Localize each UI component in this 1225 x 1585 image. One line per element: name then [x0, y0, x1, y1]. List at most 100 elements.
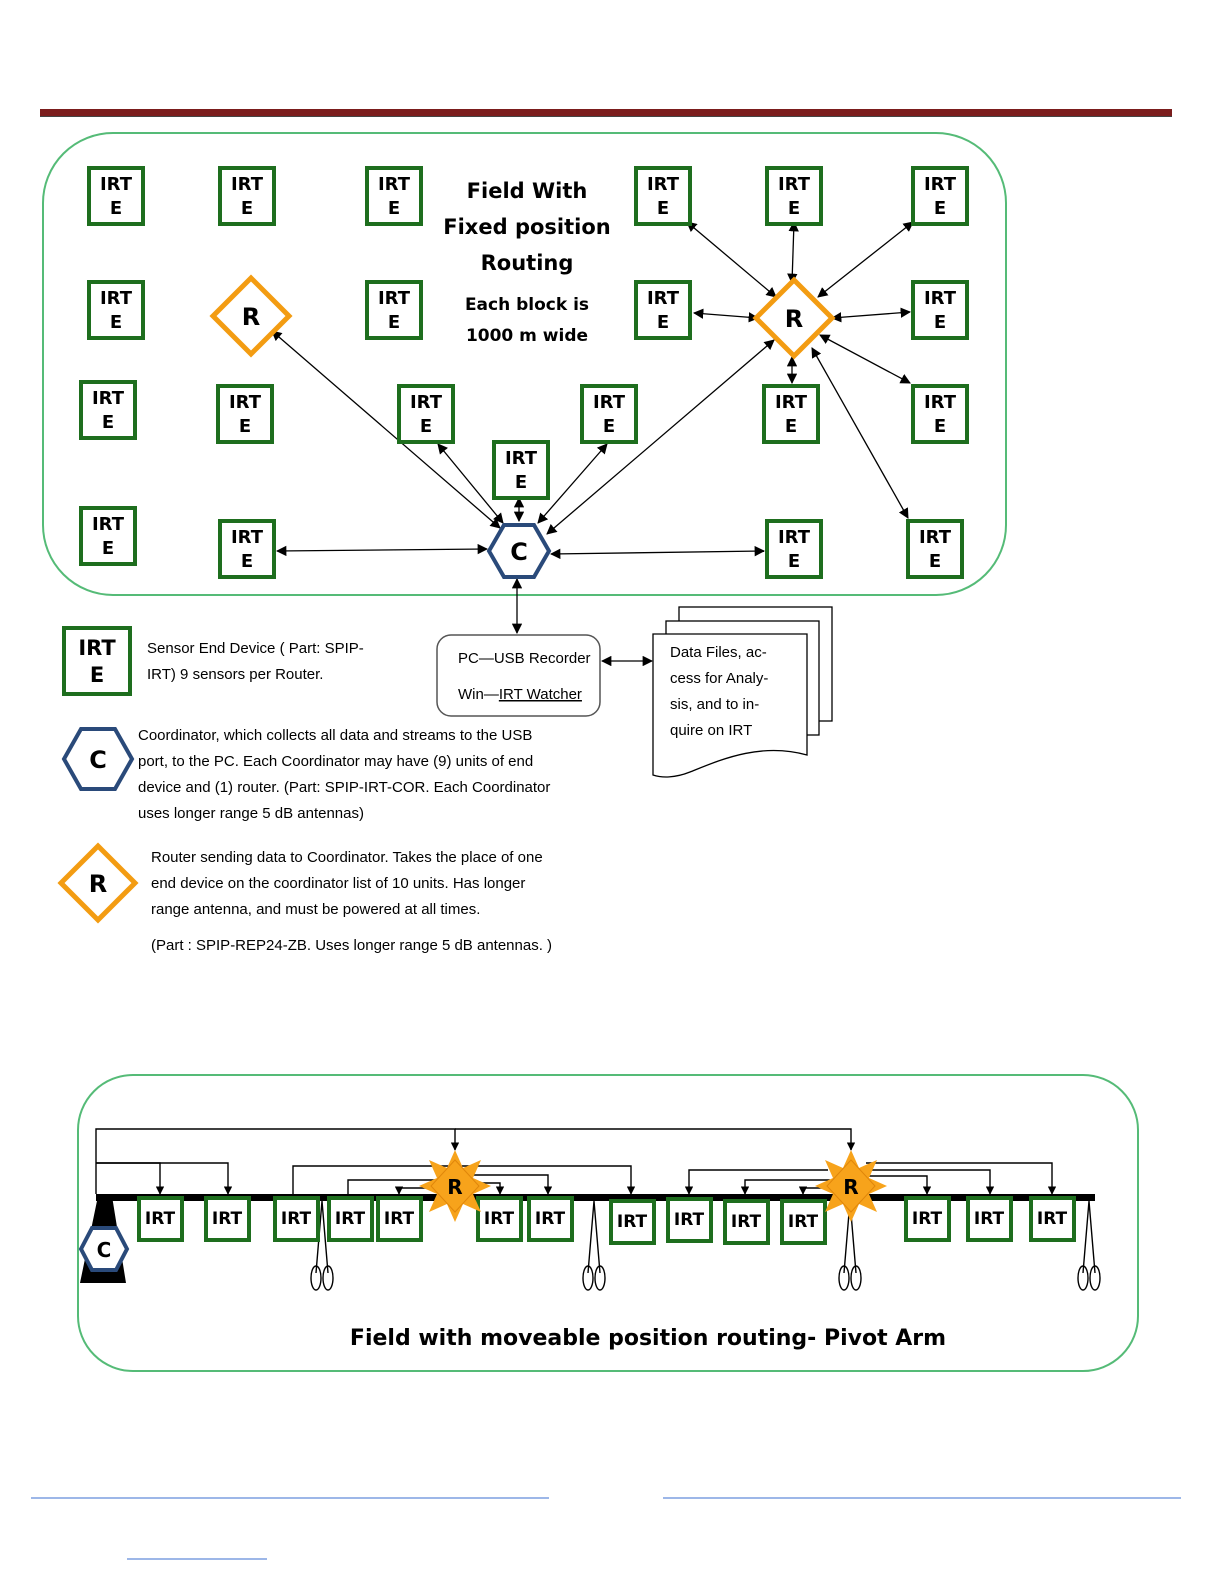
svg-text:E: E [241, 551, 253, 572]
sensor-node: IRT E [765, 519, 823, 579]
pivot-sensor-node: IRT [609, 1199, 656, 1245]
sensor-node: IRT E [79, 506, 137, 566]
legend-coordinator-line-1: Coordinator, which collects all data and… [138, 727, 532, 744]
pivot-links [95, 1128, 1057, 1195]
pivot-sensor-node: IRT [327, 1196, 374, 1242]
header-rule [40, 109, 1172, 117]
sensor-node: IRT E [765, 166, 823, 226]
svg-text:IRT: IRT [924, 288, 957, 309]
pivot-sensor-node: IRT [527, 1196, 574, 1242]
svg-text:IRT: IRT [484, 1209, 515, 1229]
legend-sensor-line-2: IRT) 9 sensors per Router. [147, 666, 323, 683]
pivot-sensor-node: IRT [376, 1196, 423, 1242]
svg-text:E: E [110, 312, 122, 333]
svg-text:E: E [102, 538, 114, 559]
coordinator-node: C [486, 523, 552, 579]
svg-text:IRT: IRT [410, 392, 443, 413]
svg-text:IRT: IRT [229, 392, 262, 413]
pivot-arm-beam [96, 1194, 1095, 1201]
svg-text:IRT: IRT [775, 392, 808, 413]
pivot-router-node: R [815, 1150, 887, 1222]
pc-recorder-box: PC—USB Recorder Win—IRT Watcher [436, 634, 601, 717]
sensor-node: IRT E [365, 166, 423, 226]
irt-watcher-link: IRT Watcher [499, 686, 582, 703]
svg-text:IRT: IRT [535, 1209, 566, 1229]
legend-sensor-icon: IRT E [62, 626, 132, 696]
legend-router-line-3: range antenna, and must be powered at al… [151, 901, 480, 918]
svg-text:IRT: IRT [674, 1210, 705, 1230]
pivot-sensor-node: IRT [137, 1196, 184, 1242]
svg-text:E: E [388, 312, 400, 333]
svg-text:E: E [420, 416, 432, 437]
pivot-wheel-tower [582, 1200, 606, 1291]
svg-text:IRT: IRT [505, 448, 538, 469]
svg-text:E: E [934, 416, 946, 437]
svg-text:IRT: IRT [788, 1212, 819, 1232]
sensor-node: IRT E [79, 380, 137, 440]
svg-text:E: E [515, 472, 527, 493]
router-node-left: R [209, 274, 293, 358]
svg-text:IRT: IRT [92, 514, 125, 535]
sensor-node: IRT E [87, 280, 145, 340]
legend-sensor-line-1: Sensor End Device ( Part: SPIP- [147, 640, 364, 657]
svg-text:E: E [603, 416, 615, 437]
svg-text:C: C [510, 538, 528, 566]
svg-text:E: E [788, 198, 800, 219]
sensor-node: IRT E [216, 384, 274, 444]
fixed-field-links [271, 220, 914, 667]
sensor-nodes: IRT E IRT E IRT E IRT E IRT E IRT E [79, 166, 969, 579]
svg-text:E: E [239, 416, 251, 437]
legend-coordinator-line-4: uses longer range 5 dB antennas) [138, 805, 364, 822]
svg-text:C: C [97, 1238, 112, 1262]
data-files-line-2: cess for Analy- [670, 670, 768, 687]
svg-text:IRT: IRT [281, 1209, 312, 1229]
data-files-line-3: sis, and to in- [670, 696, 759, 713]
svg-text:IRT: IRT [100, 174, 133, 195]
svg-text:IRT: IRT [974, 1209, 1005, 1229]
svg-text:IRT: IRT [912, 1209, 943, 1229]
legend-router-icon: R [57, 842, 139, 924]
svg-text:E: E [934, 198, 946, 219]
sensor-node: IRT E [906, 519, 964, 579]
fixed-field-title-line-2: Fixed position [443, 215, 610, 239]
svg-text:IRT: IRT [647, 288, 680, 309]
svg-text:IRT: IRT [378, 174, 411, 195]
sensor-node: IRT E [218, 166, 276, 226]
router-node-right: R [752, 276, 836, 360]
svg-text:E: E [110, 198, 122, 219]
svg-text:E: E [934, 312, 946, 333]
sensor-node: IRT E [397, 384, 455, 444]
svg-text:R: R [89, 870, 107, 898]
svg-text:IRT: IRT [78, 636, 116, 660]
fixed-field-note-line-1: Each block is [465, 295, 589, 315]
data-files-stack [652, 606, 833, 778]
pivot-sensor-node: IRT [904, 1196, 951, 1242]
svg-text:IRT: IRT [647, 174, 680, 195]
pivot-sensor-node: IRT [476, 1196, 523, 1242]
pivot-sensor-node: IRT [1029, 1196, 1076, 1242]
pc-recorder-line-1: PC—USB Recorder [458, 650, 591, 667]
svg-text:E: E [241, 198, 253, 219]
legend-router-line-2: end device on the coordinator list of 10… [151, 875, 525, 892]
svg-text:IRT: IRT [100, 288, 133, 309]
svg-text:E: E [90, 663, 104, 687]
sensor-node: IRT E [218, 519, 276, 579]
svg-text:IRT: IRT [924, 392, 957, 413]
svg-text:IRT: IRT [212, 1209, 243, 1229]
svg-text:IRT: IRT [378, 288, 411, 309]
svg-text:IRT: IRT [778, 527, 811, 548]
svg-text:R: R [242, 303, 260, 331]
fixed-field-frame [42, 132, 1007, 596]
svg-text:IRT: IRT [231, 527, 264, 548]
pivot-sensor-node: IRT [666, 1197, 713, 1243]
svg-text:IRT: IRT [778, 174, 811, 195]
legend-router-line-1: Router sending data to Coordinator. Take… [151, 849, 543, 866]
sensor-node: IRT E [911, 166, 969, 226]
sensor-node: IRT E [634, 280, 692, 340]
pivot-coordinator-node: C [78, 1226, 130, 1272]
svg-text:R: R [447, 1175, 462, 1199]
pivot-router-node: R [419, 1150, 491, 1222]
legend-coordinator-line-3: device and (1) router. (Part: SPIP-IRT-C… [138, 779, 550, 796]
pivot-field-frame [77, 1074, 1139, 1372]
